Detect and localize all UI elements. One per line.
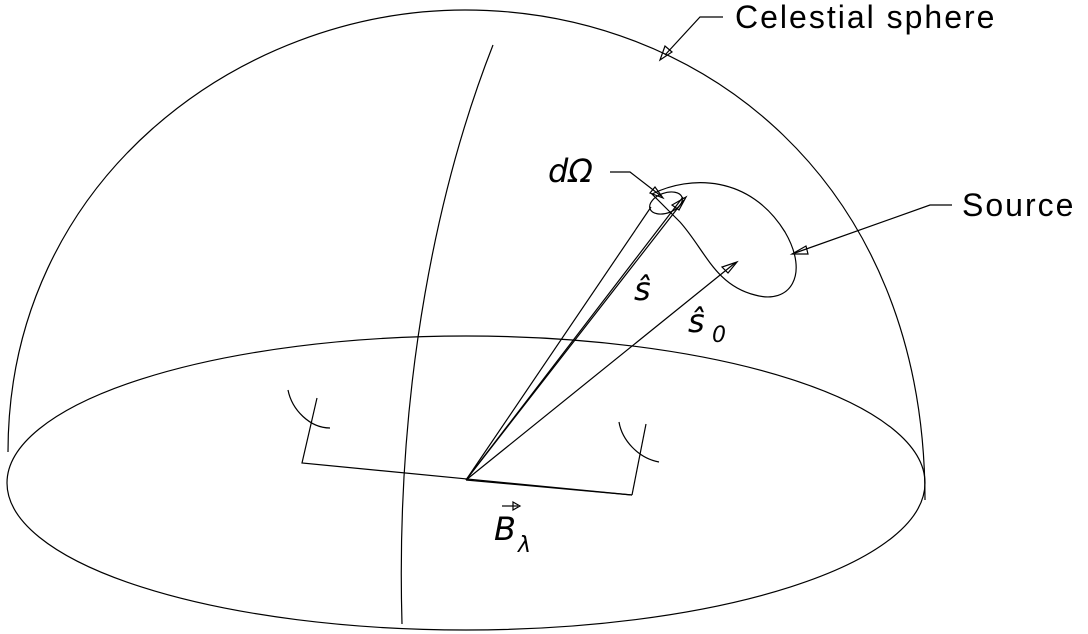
cone-edge-left bbox=[465, 206, 652, 481]
source-outline bbox=[650, 182, 797, 298]
celestial-sphere-pointer bbox=[664, 16, 723, 56]
baseline-vector bbox=[465, 479, 633, 496]
baseline-subscript: λ bbox=[517, 533, 531, 558]
solid-angle-label: dΩ bbox=[548, 152, 593, 190]
horizon-ellipse bbox=[6, 335, 926, 631]
right-antenna-dish bbox=[618, 421, 660, 463]
s0-hat-label: ŝ bbox=[688, 302, 705, 340]
meridian-arc bbox=[400, 44, 494, 625]
baseline-and-antennas bbox=[301, 397, 633, 496]
baseline-label: B bbox=[494, 510, 516, 548]
solid-angle-pointer-head bbox=[649, 186, 665, 200]
source-pointer-head bbox=[789, 245, 809, 255]
celestial-sphere-dome bbox=[7, 9, 926, 501]
s0-hat-subscript: 0 bbox=[712, 323, 726, 348]
solid-angle-element bbox=[649, 191, 683, 215]
s-hat-arrowhead bbox=[670, 195, 688, 211]
s-hat-label: ŝ bbox=[634, 270, 651, 308]
solid-angle-pointer bbox=[610, 171, 662, 197]
s0-hat-vector bbox=[465, 262, 736, 481]
celestial-sphere-label: Celestial sphere bbox=[735, 0, 996, 35]
right-antenna-stem bbox=[631, 423, 647, 496]
celestial-sphere-pointer-head bbox=[658, 44, 673, 62]
source-pointer bbox=[794, 204, 952, 254]
source-label: Source bbox=[962, 187, 1075, 223]
baseline-label-arrowhead bbox=[512, 500, 522, 512]
left-antenna-dish bbox=[287, 389, 331, 429]
s-hat-vector bbox=[465, 199, 685, 481]
s0-hat-arrowhead bbox=[720, 260, 739, 274]
